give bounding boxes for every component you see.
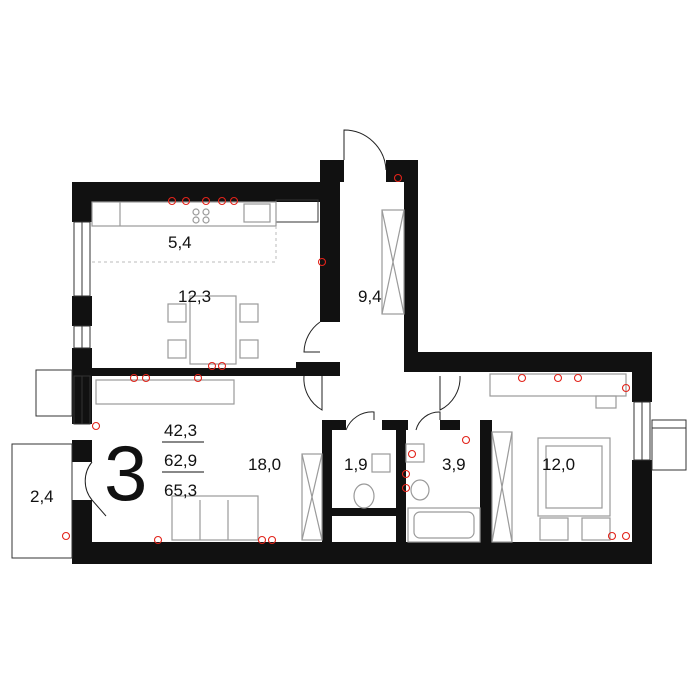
total-area: 62,9: [164, 451, 197, 470]
room-area-living: 18,0: [248, 455, 281, 474]
room-area-hall: 9,4: [358, 287, 382, 306]
windows: [73, 221, 687, 471]
walls: [72, 160, 652, 564]
room-area-bathroom: 3,9: [442, 455, 466, 474]
room-labels: 5,4 12,3 9,4 18,0 1,9 3,9 12,0 2,4: [30, 233, 575, 506]
balcony: [11, 369, 73, 559]
doors: [84, 129, 461, 517]
room-area-dining: 12,3: [178, 287, 211, 306]
room-area-balcony: 2,4: [30, 487, 54, 506]
apartment-summary: 3 42,3 62,9 65,3: [104, 421, 204, 517]
room-area-bedroom: 12,0: [542, 455, 575, 474]
living-area: 42,3: [164, 421, 197, 440]
room-area-wc: 1,9: [344, 455, 368, 474]
rooms-count: 3: [104, 429, 147, 517]
room-area-kitchen: 5,4: [168, 233, 192, 252]
total-area-with-balcony: 65,3: [164, 481, 197, 500]
sockets: [61, 173, 631, 545]
